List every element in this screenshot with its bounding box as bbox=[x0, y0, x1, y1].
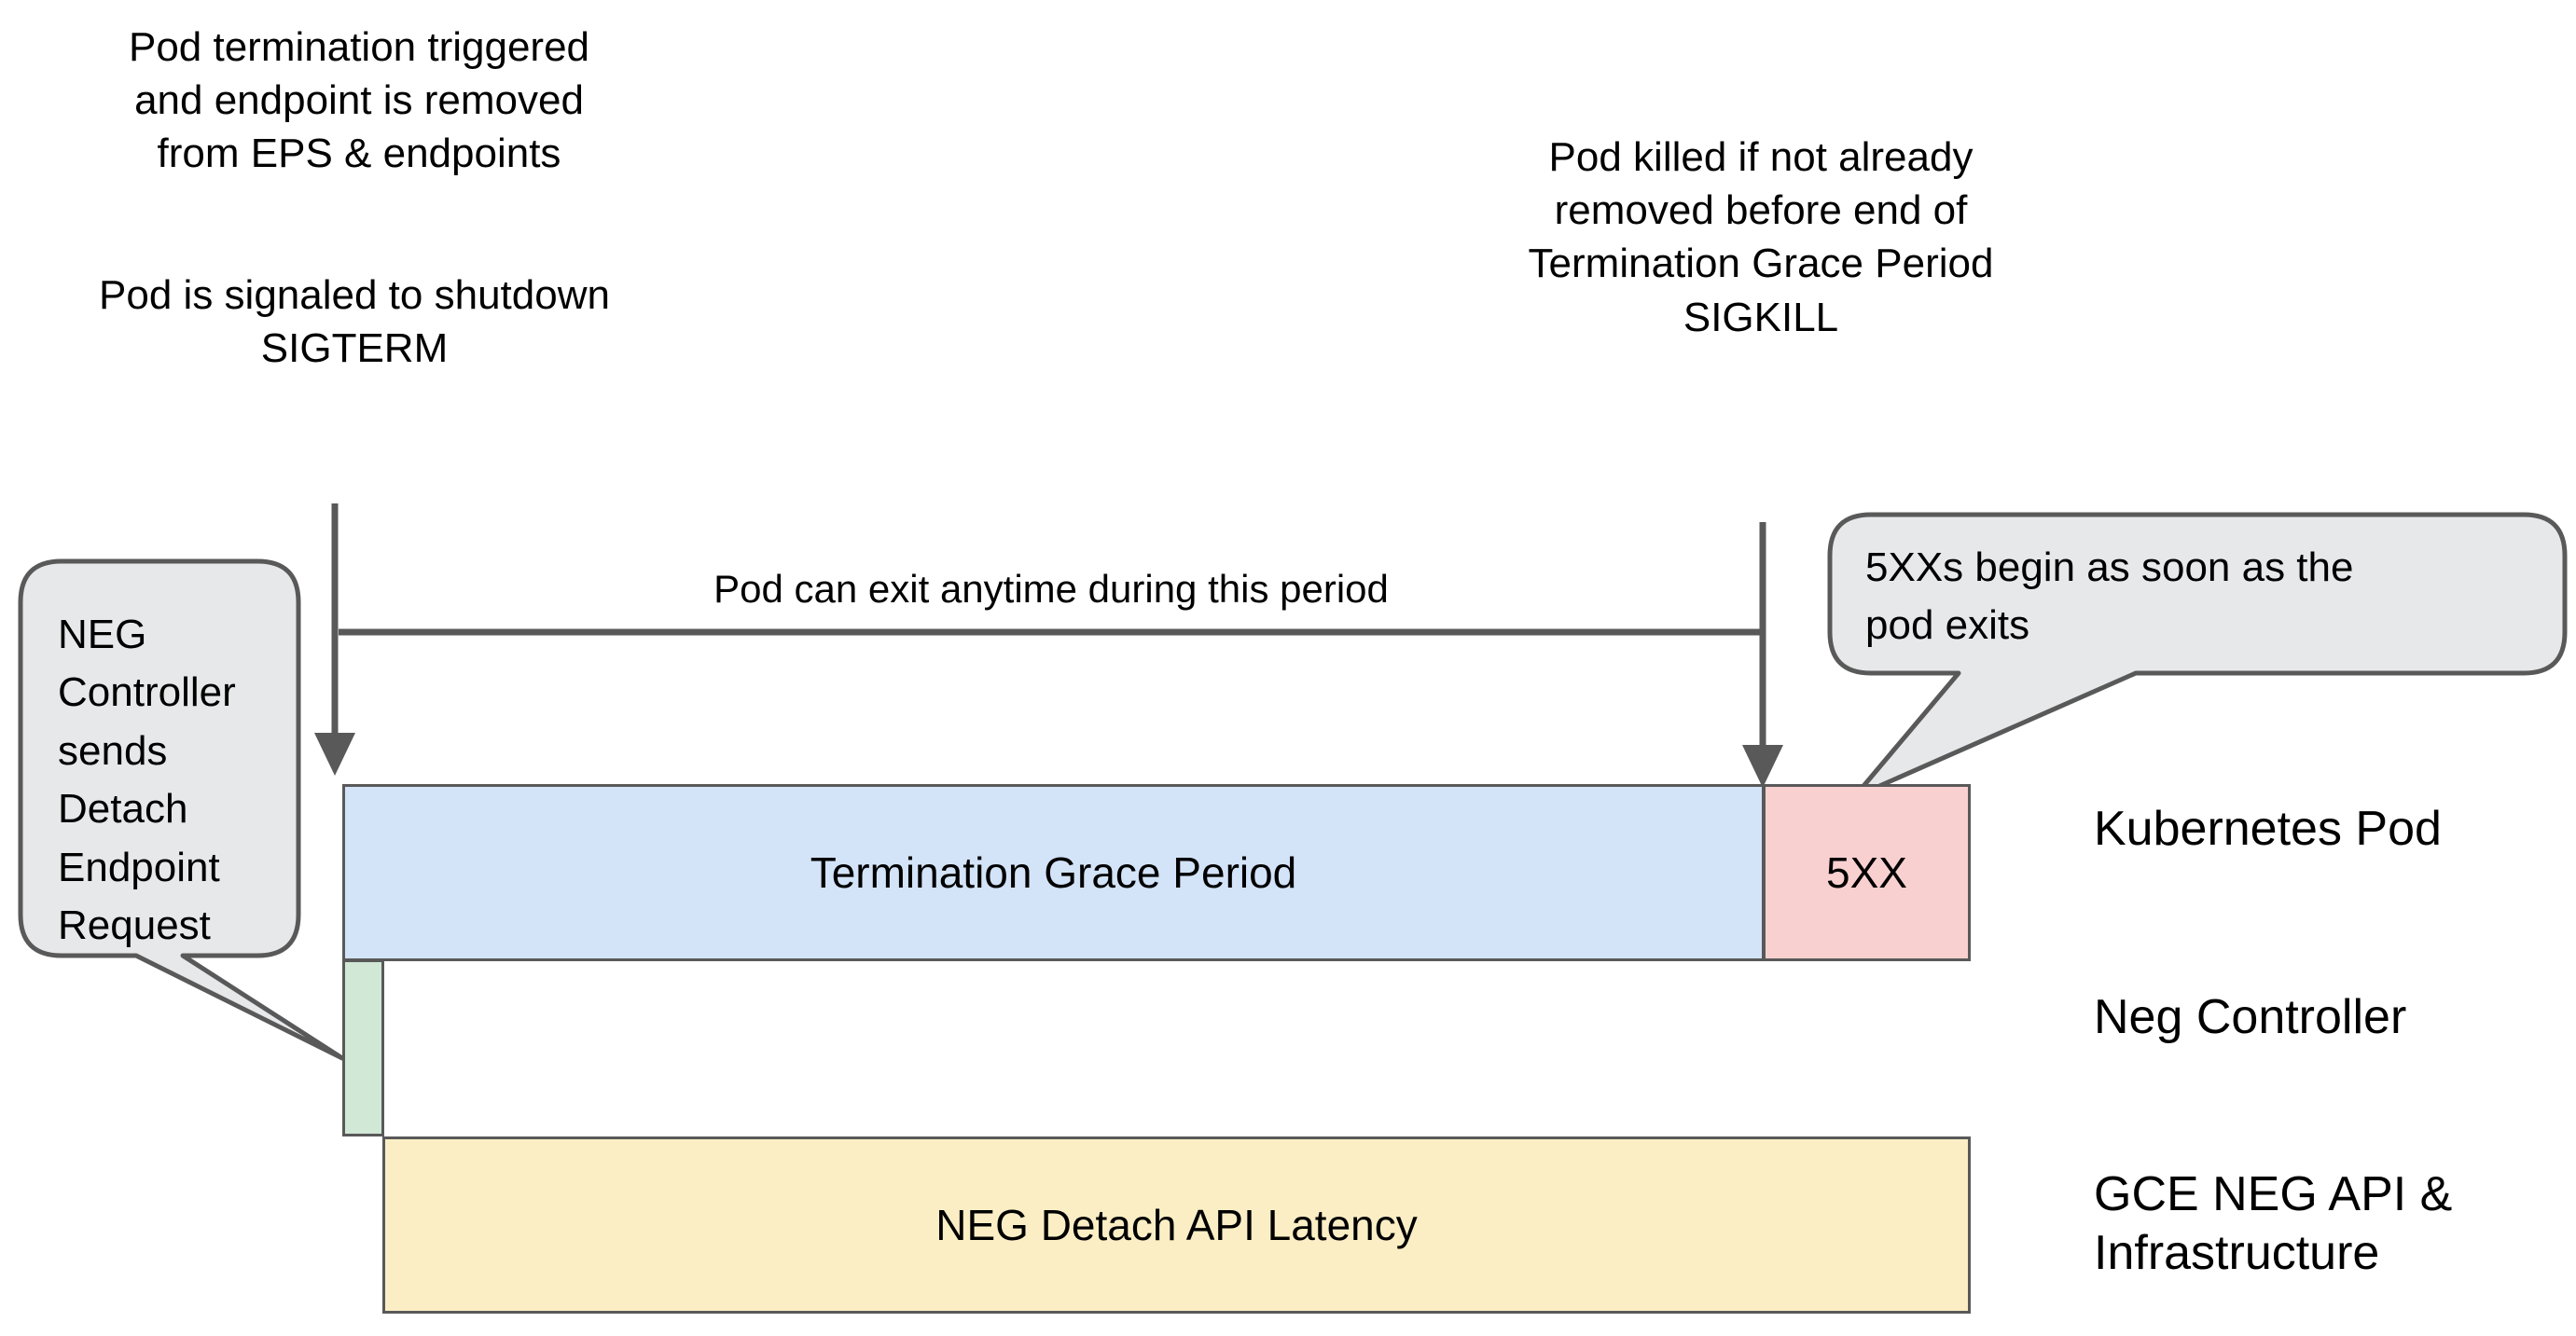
bar-termination-grace-period: Termination Grace Period bbox=[342, 784, 1765, 961]
row-label-neg-controller: Neg Controller bbox=[2094, 990, 2407, 1044]
bar-5xx: 5XX bbox=[1763, 784, 1971, 961]
arrow-grace-period-end-icon bbox=[1742, 522, 1783, 788]
bar-neg-detach-api-latency-label: NEG Detach API Latency bbox=[935, 1201, 1418, 1249]
row-label-kubernetes-pod: Kubernetes Pod bbox=[2094, 802, 2442, 856]
bar-5xx-label: 5XX bbox=[1826, 848, 1907, 897]
note-pod-killed-sigkill: Pod killed if not already removed before… bbox=[1528, 134, 1994, 340]
pod-exit-span-label: Pod can exit anytime during this period bbox=[713, 567, 1389, 611]
callout-5xx-label: 5XXs begin as soon as the pod exits bbox=[1865, 544, 2354, 649]
bar-termination-grace-period-label: Termination Grace Period bbox=[810, 848, 1297, 897]
bar-neg-controller bbox=[342, 959, 384, 1136]
note-pod-signaled-shutdown: Pod is signaled to shutdown SIGTERM bbox=[99, 272, 610, 372]
callout-neg-controller-label: NEG Controller sends Detach Endpoint Req… bbox=[58, 612, 236, 949]
row-label-gce-neg-api: GCE NEG API & Infrastructure bbox=[2094, 1167, 2453, 1281]
arrow-termination-start-icon bbox=[314, 503, 355, 776]
bar-neg-detach-api-latency: NEG Detach API Latency bbox=[382, 1136, 1971, 1314]
note-pod-termination-triggered: Pod termination triggered and endpoint i… bbox=[128, 24, 590, 177]
